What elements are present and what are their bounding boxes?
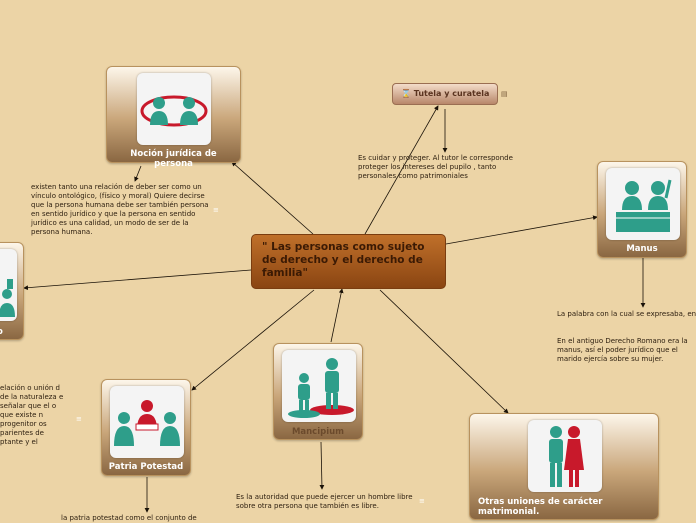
left-description: elación o unión d de la naturaleza e señ… [0,384,64,446]
note-icon[interactable]: ≡ [213,206,219,214]
classroom-icon [606,168,680,240]
group-icon [0,249,17,321]
node-label: o [0,327,19,337]
node-label: Patria Potestad [108,462,184,472]
mancipium-description: Es la autoridad que puede ejercer un hom… [236,493,413,510]
manus-description-1: La palabra con la cual se expresaba, en … [557,310,696,318]
node-patria-potestad[interactable]: Patria Potestad [101,379,191,476]
tutela-description: Es cuidar y proteger. Al tutor le corres… [358,154,513,180]
node-nocion-juridica[interactable]: Noción jurídica de persona [106,66,241,169]
note-icon[interactable]: ≡ [419,497,425,505]
node-left-partial[interactable]: o [0,242,24,340]
nocion-description: existen tanto una relación de deber ser … [31,183,209,236]
people-relation-icon [137,73,211,145]
central-topic[interactable]: " Las personas como sujeto de derecho y … [251,234,446,289]
node-label: Tutela y curatela [413,89,490,98]
central-title: " Las personas como sujeto de derecho y … [262,241,425,279]
manus-description-2: En el antiguo Derecho Romano era la manu… [557,337,688,363]
people-relation-icon [110,386,184,458]
node-label: Mancipium [291,427,345,437]
note-icon[interactable]: ≡ [76,415,82,423]
node-label: Otras uniones de carácter matrimonial. [478,497,603,517]
node-label: Noción jurídica de persona [130,149,217,169]
couple-icon [528,420,602,492]
note-icon[interactable]: ▤ [501,90,508,98]
hourglass-icon: ⌛ [401,89,411,98]
node-tutela-curatela[interactable]: ⌛ Tutela y curatela [392,83,498,105]
node-mancipium[interactable]: Mancipium [273,343,363,440]
node-label: Manus [626,244,658,254]
family-icon [282,350,356,422]
patria-description: la patria potestad como el conjunto de [61,514,197,522]
node-otras-uniones[interactable]: Otras uniones de carácter matrimonial. [469,413,659,520]
node-manus[interactable]: Manus [597,161,687,258]
